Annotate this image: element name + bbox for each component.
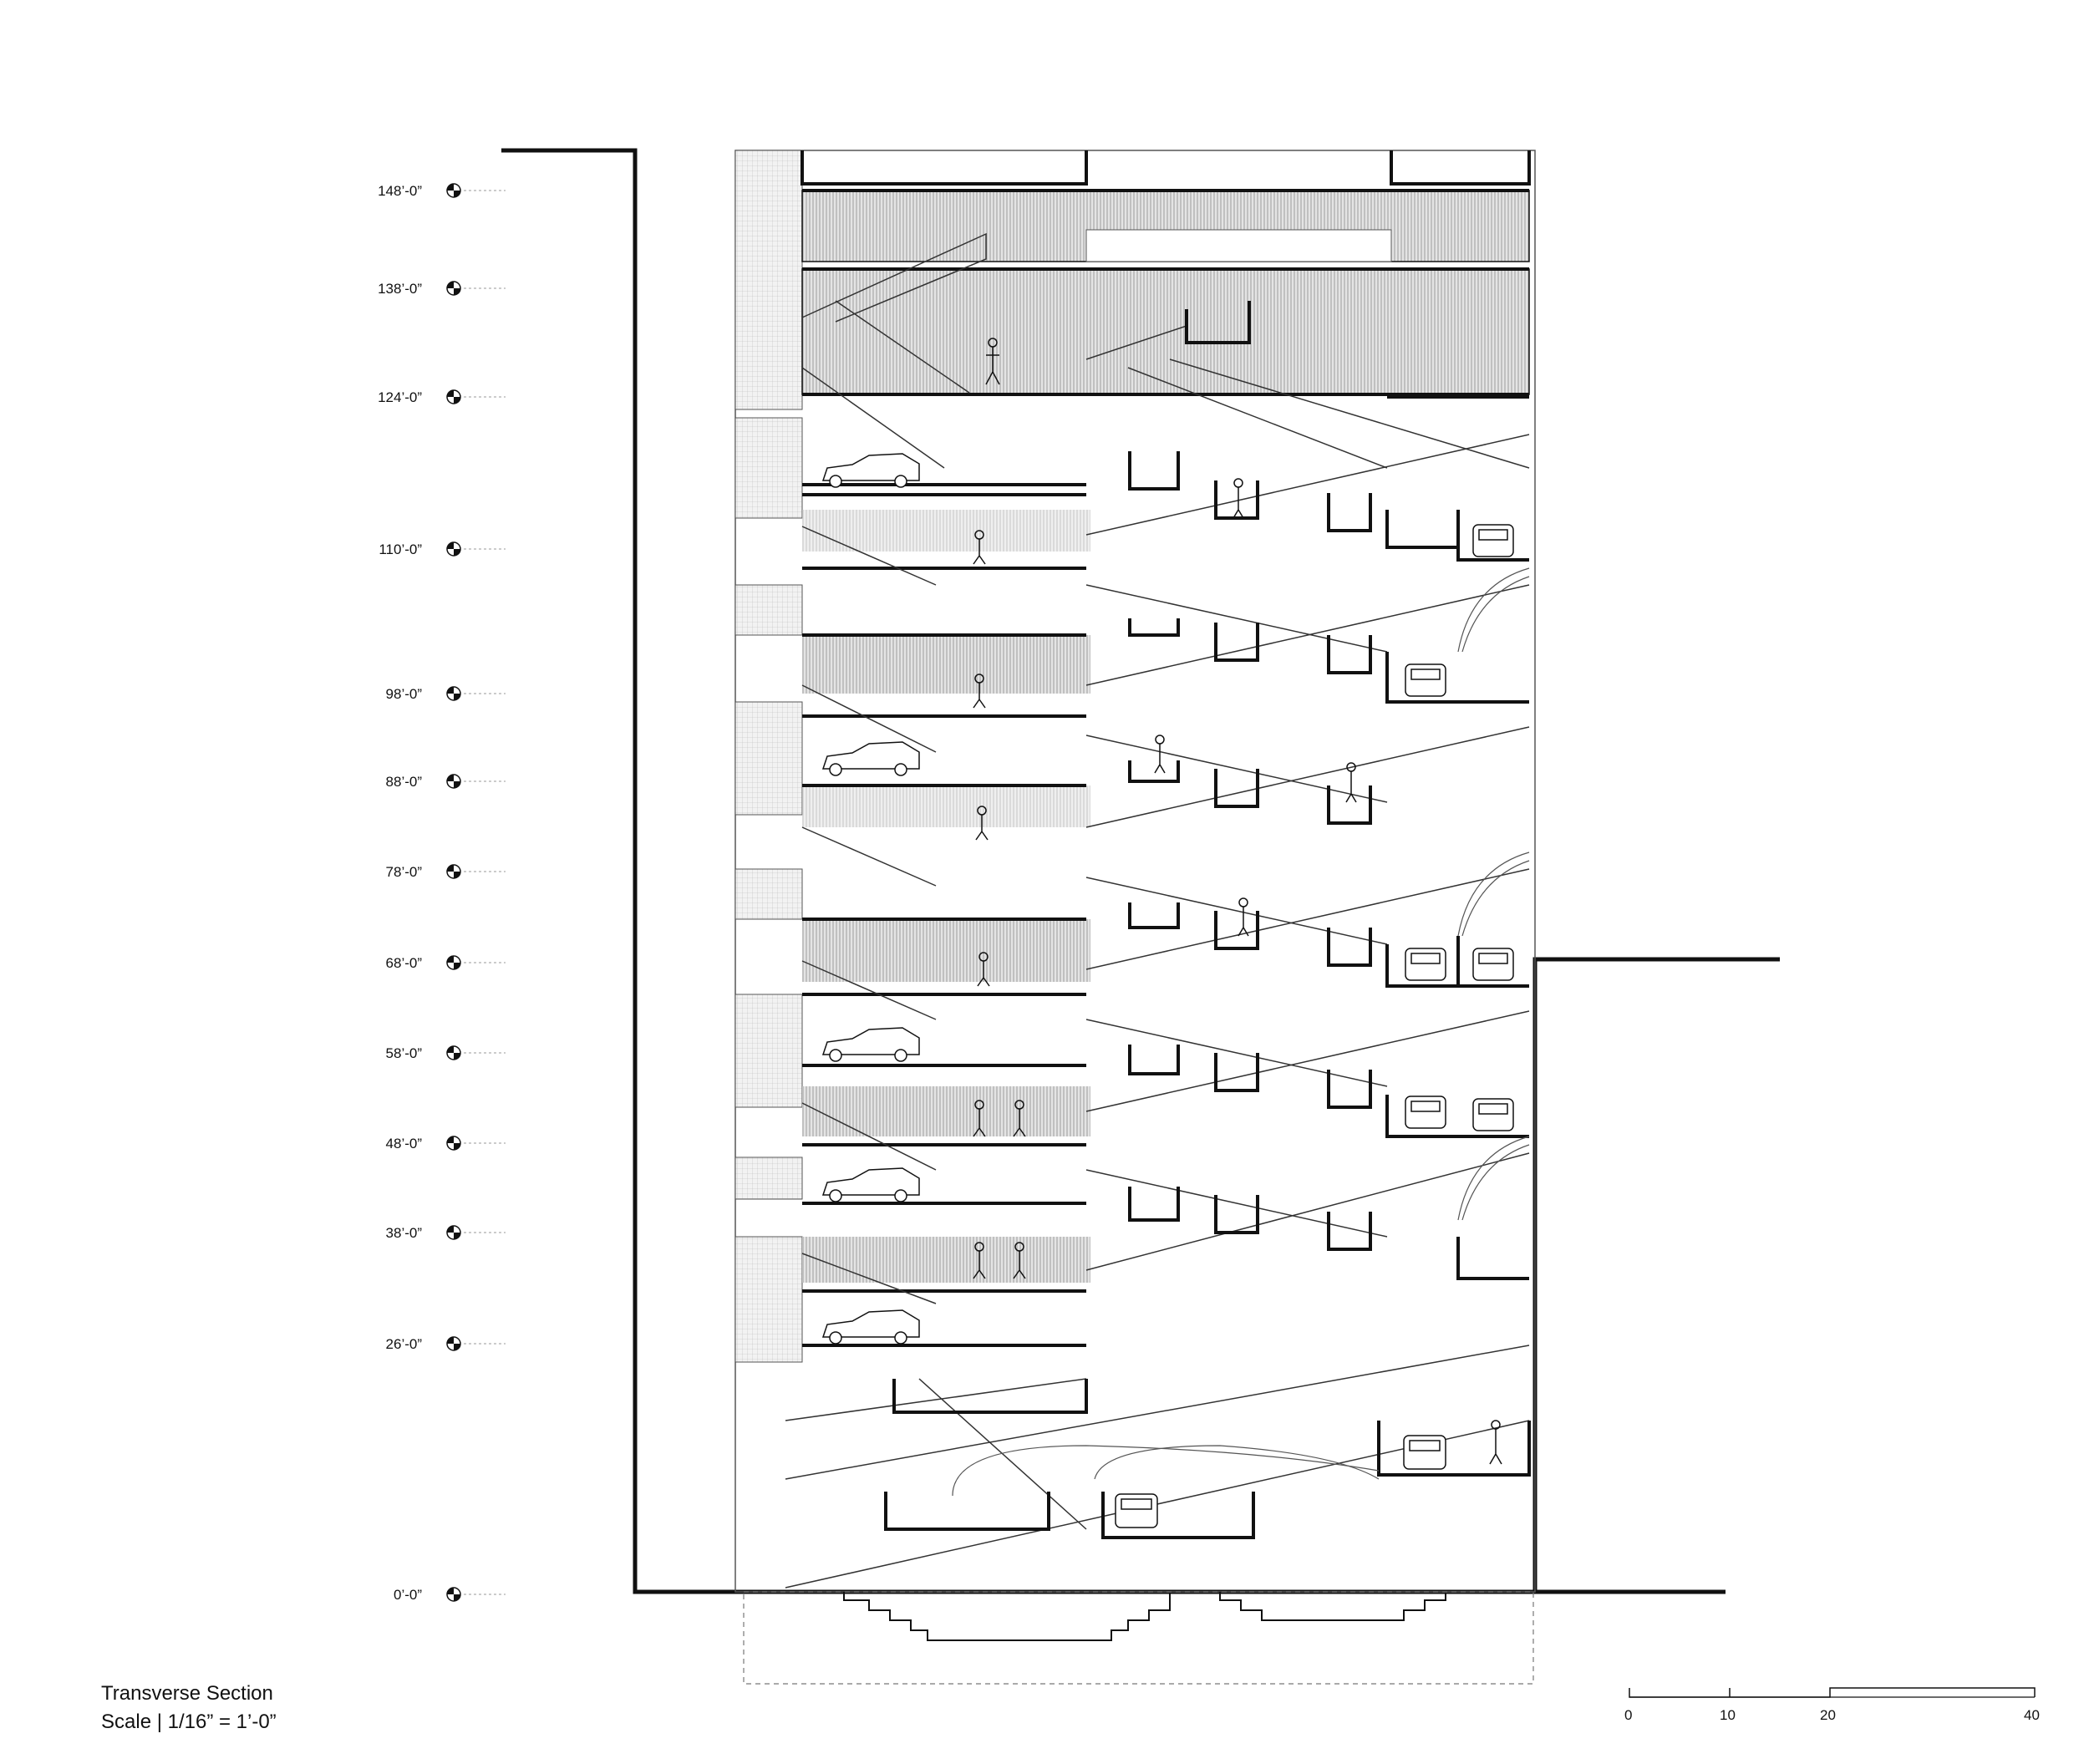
level-marker-icon (446, 541, 506, 557)
person-icon (973, 1242, 986, 1279)
level-label: 124’-0” (378, 389, 422, 405)
scale-tick-label: 10 (1720, 1707, 1736, 1723)
level-marker-icon (446, 183, 506, 198)
level-marker-icon (446, 1587, 506, 1602)
person-icon (1154, 735, 1166, 774)
person-icon (1238, 897, 1249, 937)
scale-tick-label: 40 (2024, 1707, 2040, 1723)
level-label: 68’-0” (386, 955, 423, 971)
person-icon (973, 674, 986, 709)
person-icon (973, 1100, 986, 1137)
people (973, 338, 1502, 1465)
person-icon (1013, 1100, 1026, 1137)
car-front-icon (1405, 663, 1446, 697)
ramp-channels (884, 301, 1531, 1539)
level-label: 38’-0” (386, 1225, 423, 1241)
scale-tick-label: 20 (1820, 1707, 1836, 1723)
car-icon (821, 1027, 920, 1062)
level-label: 148’-0” (378, 183, 422, 199)
person-icon (1489, 1420, 1502, 1465)
car-front-icon (1472, 1098, 1514, 1131)
car-icon (821, 453, 920, 488)
upper-floors (801, 150, 1531, 396)
floor-slabs (802, 395, 1529, 1347)
scale-bar: 0 10 20 40 (1624, 1687, 2040, 1723)
car-front-icon (1403, 1435, 1446, 1470)
spiral-ramps (952, 567, 1530, 1497)
person-icon (1233, 478, 1244, 519)
car-front-icon (1472, 524, 1514, 557)
level-label: 78’-0” (386, 864, 423, 880)
level-marker-icon (446, 1225, 506, 1240)
car-icon (821, 741, 920, 776)
level-marker-icon (446, 1136, 506, 1151)
drawing-title: Transverse Section (101, 1682, 273, 1705)
level-marker-icon (446, 1336, 506, 1351)
drawing-scale: Scale | 1/16” = 1’-0” (101, 1711, 277, 1733)
car-icon (821, 1167, 920, 1202)
level-markers: 148’-0” 138’-0” 124’-0” 110’-0” 98’-0” 88’-0”… (378, 183, 506, 1603)
person-icon (975, 806, 989, 841)
person-icon (1345, 762, 1357, 803)
parking-bays (1385, 518, 1529, 1280)
level-marker-icon (446, 774, 506, 789)
car-icon (821, 1309, 920, 1345)
scale-tick-label: 0 (1624, 1707, 1632, 1723)
drawing-title-block: Transverse Section Scale | 1/16” = 1’-0” (101, 1680, 277, 1736)
level-marker-icon (446, 1045, 506, 1060)
facade-panels (734, 150, 803, 1363)
person-icon (1013, 1242, 1026, 1279)
ramp-bands (802, 510, 1090, 1283)
car-front-icon (1115, 1493, 1158, 1528)
person-icon (985, 338, 1000, 385)
foundation (743, 1591, 1534, 1685)
car-front-icon (1405, 1096, 1446, 1129)
level-marker-icon (446, 864, 506, 879)
car-front-icon (1472, 948, 1514, 981)
level-marker-icon (446, 281, 506, 296)
level-marker-icon (446, 955, 506, 970)
person-icon (977, 952, 990, 987)
level-label: 98’-0” (386, 686, 423, 702)
level-label: 138’-0” (378, 281, 422, 297)
car-front-icon (1405, 948, 1446, 981)
level-label: 88’-0” (386, 774, 423, 790)
level-marker-icon (446, 389, 506, 404)
level-label: 26’-0” (386, 1336, 423, 1352)
level-label: 48’-0” (386, 1136, 423, 1151)
person-icon (973, 530, 986, 565)
level-label: 110’-0” (379, 541, 422, 557)
level-label: 0’-0” (394, 1587, 422, 1603)
level-label: 58’-0” (386, 1045, 423, 1061)
cars (821, 453, 1514, 1528)
diagonal-ramps (785, 232, 1530, 1589)
level-marker-icon (446, 686, 506, 701)
